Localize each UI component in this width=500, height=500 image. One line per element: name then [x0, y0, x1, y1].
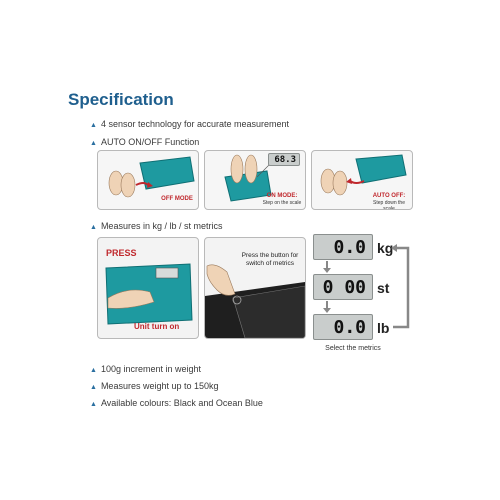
bullet-auto-onoff: ▲AUTO ON/OFF Function [90, 137, 199, 147]
lb-display: 0.0 [313, 314, 373, 340]
st-display: 0 00 [313, 274, 373, 300]
off-mode-caption: OFF MODE [161, 196, 193, 202]
bullet-sensor: ▲4 sensor technology for accurate measur… [90, 119, 289, 129]
panel-auto-off: AUTO OFF: Step down the scale [311, 150, 413, 210]
kg-unit-label: kg [377, 240, 394, 256]
press-label: PRESS [106, 248, 137, 258]
bullet-increment: ▲100g increment in weight [90, 364, 201, 374]
unit-turn-on-label: Unit turn on [134, 322, 180, 331]
triangle-bullet-icon: ▲ [90, 140, 97, 147]
on-mode-display: 68.3 [268, 153, 300, 166]
auto-off-illustration [320, 154, 407, 196]
triangle-bullet-icon: ▲ [90, 367, 97, 374]
triangle-bullet-icon: ▲ [90, 122, 97, 129]
switch-metrics-text: Press the button for switch of metrics [241, 252, 299, 267]
triangle-bullet-icon: ▲ [90, 224, 97, 231]
kg-display: 0.0 [313, 234, 373, 260]
on-mode-illustration [224, 154, 272, 202]
triangle-bullet-icon: ▲ [90, 384, 97, 391]
select-metrics-caption: Select the metrics [325, 345, 381, 352]
switch-metrics-illustration [205, 264, 305, 338]
off-mode-illustration [108, 156, 195, 198]
bullet-auto-onoff-text: AUTO ON/OFF Function [100, 137, 200, 147]
panel-press: PRESS Unit turn on [97, 237, 199, 339]
panel-off-mode: OFF MODE [97, 150, 199, 210]
bullet-colours-text: Available colours: Black and Ocean Blue [100, 398, 263, 408]
bullet-max-weight: ▲Measures weight up to 150kg [90, 381, 219, 391]
auto-off-caption: AUTO OFF: [372, 193, 406, 199]
panel-on-mode: 68.3 ON MODE: Step on the scale [204, 150, 306, 210]
auto-off-subcaption: Step down the scale [373, 200, 405, 210]
metrics-cycle-arrows [323, 244, 410, 329]
st-unit-label: st [377, 280, 390, 296]
bullet-sensor-text: 4 sensor technology for accurate measure… [100, 119, 290, 129]
press-illustration [105, 263, 193, 325]
triangle-bullet-icon: ▲ [90, 401, 97, 408]
bullet-colours: ▲Available colours: Black and Ocean Blue [90, 398, 263, 408]
on-mode-subcaption: Step on the scale [262, 200, 302, 206]
page-title: Specification [68, 90, 174, 109]
bullet-increment-text: 100g increment in weight [100, 364, 201, 374]
bullet-metrics: ▲Measures in kg / lb / st metrics [90, 221, 222, 231]
panel-switch-metrics: Press the button for switch of metrics [204, 237, 306, 339]
bullet-max-weight-text: Measures weight up to 150kg [100, 381, 219, 391]
on-mode-caption: ON MODE: [266, 193, 298, 199]
bullet-metrics-text: Measures in kg / lb / st metrics [100, 221, 223, 231]
lb-unit-label: lb [377, 320, 390, 336]
panel-metrics-displays: 0.0 kg 0 00 st 0.0 lb [313, 230, 423, 350]
